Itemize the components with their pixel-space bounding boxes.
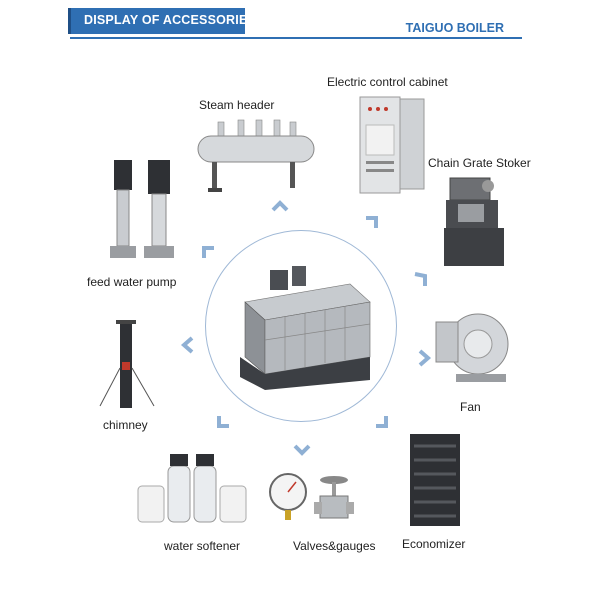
chevron-up-icon — [271, 200, 289, 212]
chevron-left-icon — [180, 336, 194, 354]
control-cabinet-image — [359, 96, 425, 194]
brand-name: TAIGUO BOILER — [405, 21, 504, 35]
fan-image — [435, 313, 509, 382]
chevron-down-icon — [293, 444, 311, 456]
chimney-image — [99, 320, 155, 408]
chevron-right-icon — [418, 349, 432, 367]
header-divider — [70, 37, 522, 39]
header-banner — [68, 8, 245, 34]
chevron-down-right-icon — [217, 416, 229, 428]
label-water-softener: water softener — [164, 539, 241, 553]
label-feed-water-pump: feed water pump — [87, 275, 177, 289]
label-chimney: chimney — [103, 418, 148, 432]
economizer-image — [410, 434, 460, 526]
label-valves-gauges: Valves&gauges — [293, 539, 376, 553]
steam-header-image — [197, 119, 315, 192]
water-softener-image — [137, 454, 247, 523]
boiler-image — [240, 266, 371, 390]
chevron-down-icon — [414, 272, 427, 286]
label-fan: Fan — [460, 400, 481, 414]
chevron-down-left-icon — [376, 416, 388, 428]
label-economizer: Economizer — [402, 537, 466, 551]
chevron-down-right-icon — [366, 216, 378, 228]
chevron-up-left-icon — [202, 246, 214, 258]
feed-water-pump-image — [110, 160, 174, 258]
label-control-cabinet: Electric control cabinet — [327, 75, 448, 89]
page-title: DISPLAY OF ACCESSORIES — [84, 13, 257, 27]
valves-gauges-image — [269, 473, 354, 520]
label-chain-grate-stoker: Chain Grate Stoker — [428, 156, 531, 170]
label-steam-header: Steam header — [199, 98, 275, 112]
chain-grate-stoker-image — [444, 177, 504, 266]
